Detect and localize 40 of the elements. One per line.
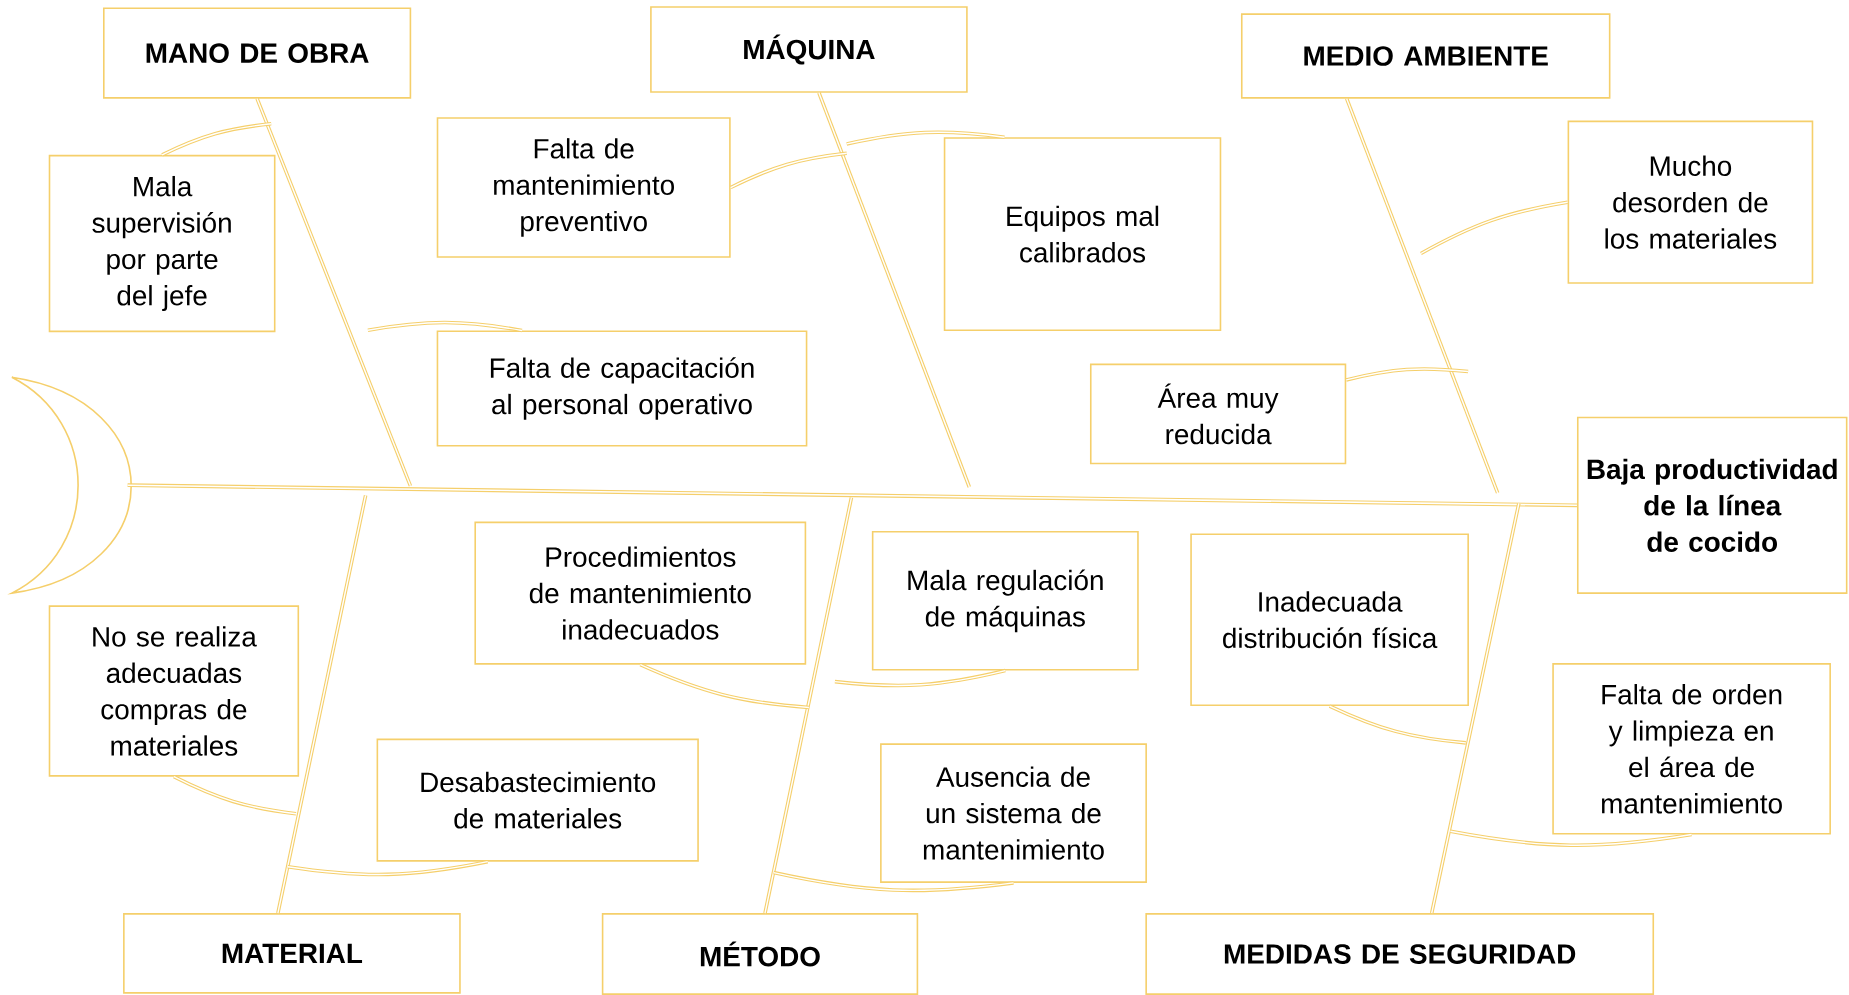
branch-line: [161, 122, 272, 157]
bone-line: [276, 494, 368, 914]
cause-box: Falta de capacitación al personal operativo: [436, 330, 808, 447]
bone-line: [1429, 502, 1521, 914]
category-box: MEDIDAS DE SEGURIDAD: [1145, 913, 1655, 995]
branch-line: [367, 320, 523, 333]
category-box: MÁQUINA: [650, 6, 968, 93]
bone-line: [1345, 97, 1500, 494]
branch-line: [772, 870, 1015, 893]
bone-line: [817, 92, 971, 488]
cause-box: Procedimientos de mantenimiento inadecuados: [474, 521, 807, 665]
bone-line: [255, 98, 413, 487]
cause-box: Falta de orden y limpieza en el área de mantenimiento: [1552, 663, 1831, 835]
branch-line: [173, 775, 297, 816]
branch-line: [287, 859, 489, 877]
branch-line: [639, 663, 810, 710]
cause-box: Inadecuada distribución física: [1190, 533, 1469, 706]
effect-box: Baja productividad de la línea de cocido: [1576, 416, 1848, 594]
cause-box: Mala regulación de máquinas: [871, 531, 1139, 671]
cause-box: Mucho desorden de los materiales: [1567, 120, 1814, 284]
cause-box: Equipos mal calibrados: [943, 137, 1222, 331]
spine-line: [126, 483, 1578, 508]
cause-box: Mala supervisión por parte del jefe: [48, 154, 276, 333]
branch-line: [1345, 367, 1469, 382]
category-box: MÉTODO: [601, 913, 919, 995]
category-box: MATERIAL: [123, 913, 461, 994]
cause-box: Ausencia de un sistema de mantenimiento: [880, 743, 1147, 883]
branch-line: [1328, 704, 1467, 745]
cause-box: No se realiza adecuadas compras de materiales: [48, 605, 300, 777]
branch-line: [729, 151, 848, 190]
branch-line: [1420, 200, 1569, 256]
branch-line: [1449, 829, 1693, 847]
category-box: MANO DE OBRA: [103, 7, 412, 99]
cause-box: Área muy reducida: [1089, 363, 1347, 465]
bone-line: [763, 496, 854, 914]
branch-line: [834, 668, 1006, 688]
cause-box: Desabastecimiento de materiales: [376, 738, 699, 862]
cause-box: Falta de mantenimiento preventivo: [436, 117, 731, 258]
branch-line: [846, 130, 1006, 146]
category-box: MEDIO AMBIENTE: [1240, 13, 1611, 99]
